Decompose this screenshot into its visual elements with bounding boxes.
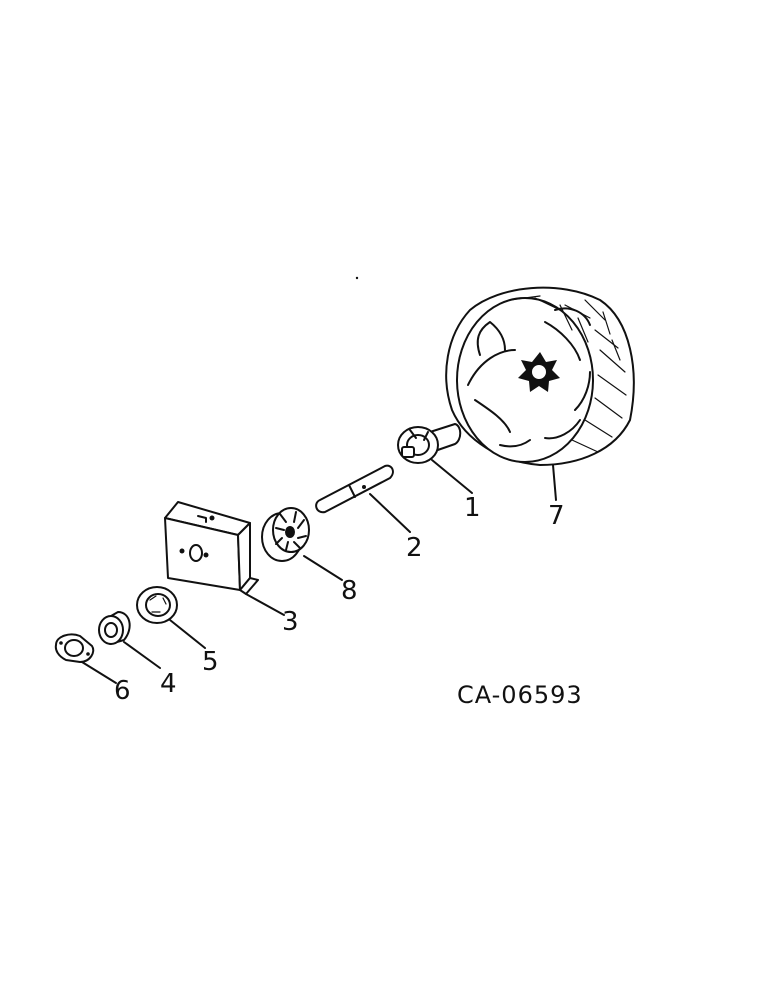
flange-part-6 [54,633,95,663]
hub-part-1 [397,423,462,464]
leader-5 [169,619,206,649]
leader-6 [81,661,117,684]
callout-4: 4 [160,669,177,699]
callout-6: 6 [114,676,131,706]
callout-3: 3 [282,607,299,637]
bearing-part-5 [136,586,178,624]
shaft-part-2 [315,464,394,514]
leader-2 [369,493,411,533]
callout-7: 7 [548,501,565,531]
leader-lines [81,459,557,684]
wheel-tire-part-7 [445,286,635,466]
stray-dot [355,276,359,280]
callout-1: 1 [464,493,481,523]
drawing-number: CA-06593 [457,681,583,709]
callout-5: 5 [202,647,219,677]
leader-4 [123,641,161,669]
leader-3 [245,593,285,616]
leader-8 [303,555,343,581]
leader-1 [431,459,473,494]
sprocket-part-8 [261,507,310,562]
bracket-part-3 [164,501,259,595]
callout-8: 8 [341,576,358,606]
bushing-part-4 [98,611,131,645]
callout-2: 2 [406,533,423,563]
leader-7 [552,464,557,501]
